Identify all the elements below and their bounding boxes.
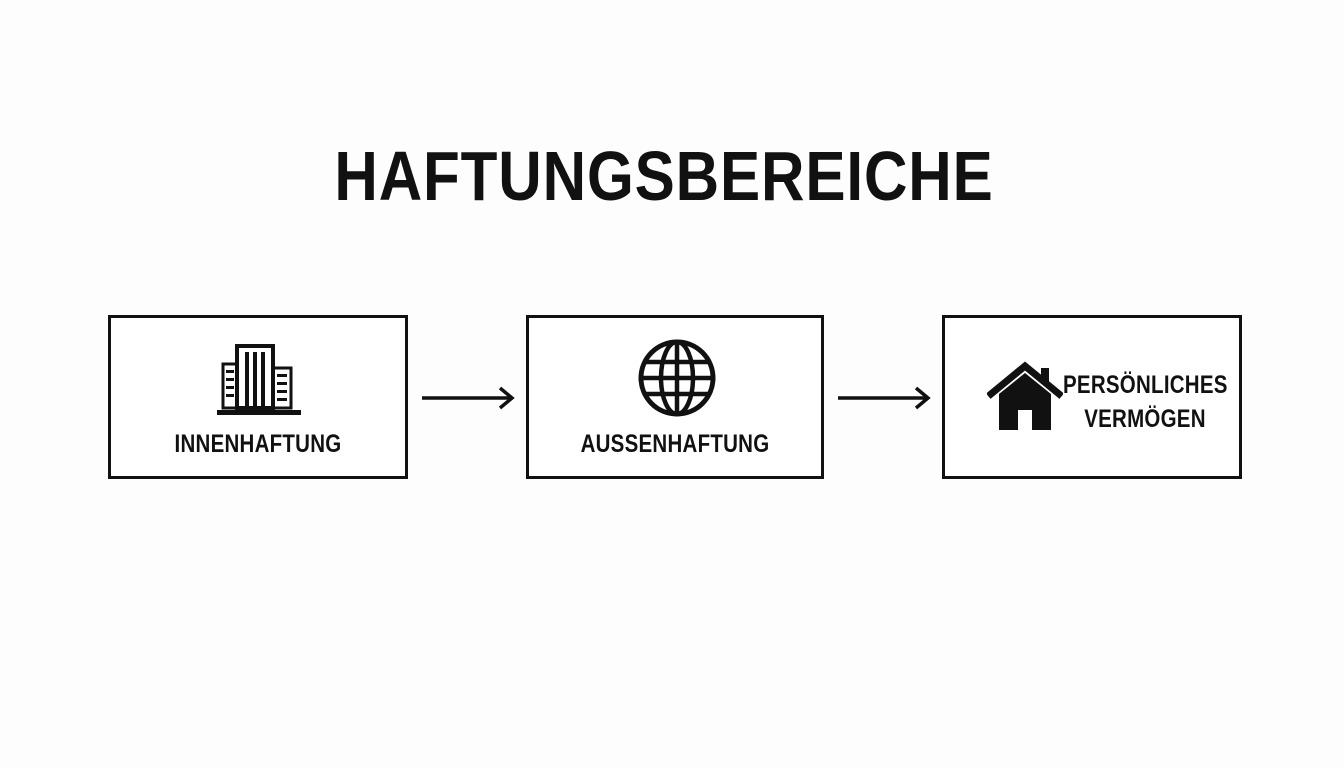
arrow-right-icon: [422, 386, 515, 410]
globe-icon: [638, 339, 716, 417]
box-innenhaftung: INNENHAFTUNG: [108, 315, 408, 479]
house-icon: [987, 361, 1063, 430]
arrow-right-icon: [838, 386, 931, 410]
box-label-innenhaftung: INNENHAFTUNG: [174, 430, 342, 458]
box-persoenliches-vermoegen: PERSÖNLICHES VERMÖGEN: [942, 315, 1242, 479]
box-label-persoenliches-vermoegen: PERSÖNLICHES VERMÖGEN: [1063, 371, 1228, 433]
diagram-title: HAFTUNGSBEREICHE: [334, 137, 994, 215]
box-aussenhaftung: AUSSENHAFTUNG: [526, 315, 824, 479]
building-icon: [217, 344, 301, 415]
box-label-aussenhaftung: AUSSENHAFTUNG: [580, 430, 770, 458]
